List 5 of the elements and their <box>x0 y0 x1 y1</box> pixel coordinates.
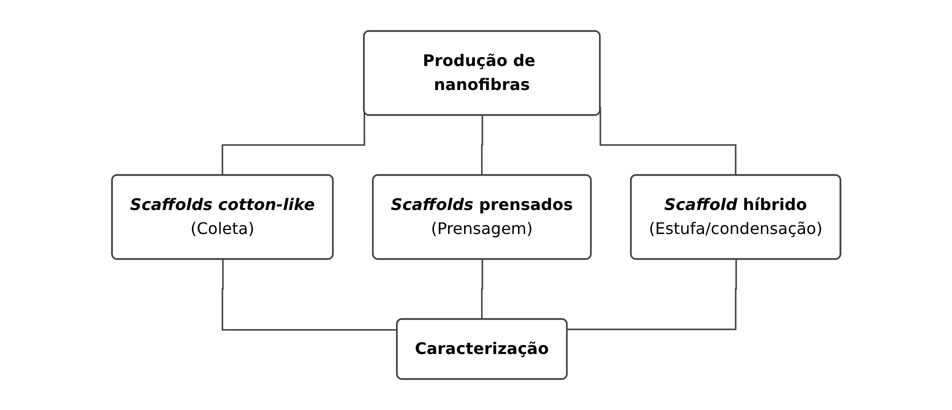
connector <box>599 106 737 176</box>
connector <box>480 260 483 320</box>
connector <box>221 260 398 331</box>
connector <box>567 260 737 330</box>
connector <box>480 116 483 176</box>
